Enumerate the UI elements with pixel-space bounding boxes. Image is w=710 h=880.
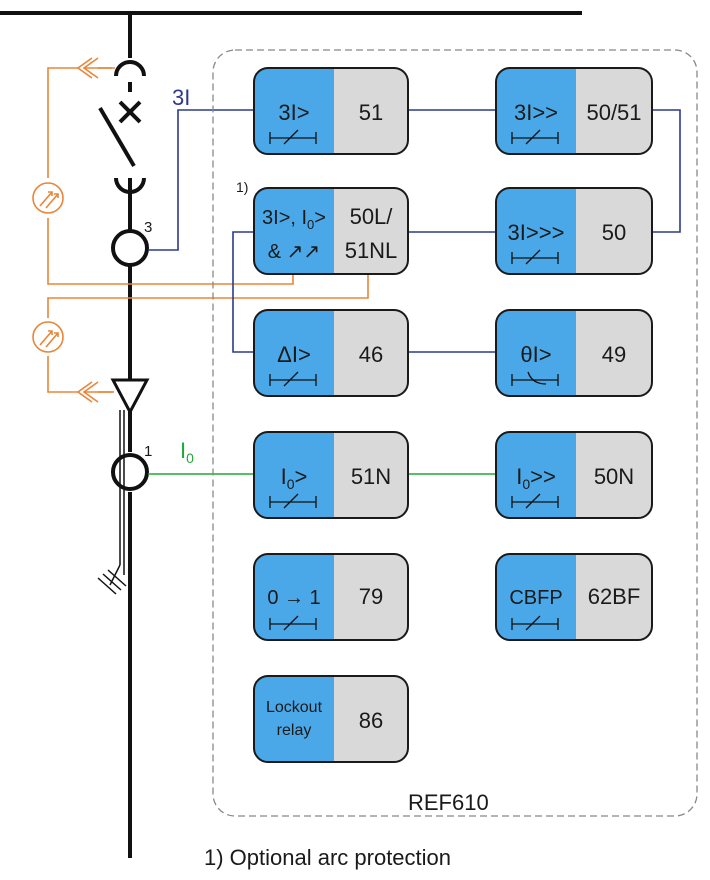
protection-block-50: 3I>>> 50 bbox=[495, 187, 653, 275]
block-code: 79 bbox=[359, 584, 383, 609]
thermal-curve-icon bbox=[511, 371, 559, 386]
block-code: 51N bbox=[351, 464, 391, 489]
protection-block-51: 3I> 51 bbox=[253, 67, 409, 155]
block-symbol-line1: Lockout bbox=[266, 699, 323, 716]
switch-blade bbox=[98, 106, 136, 168]
block-symbol-line1: 3I>, I0> bbox=[262, 207, 326, 232]
block-symbol: I0> bbox=[281, 464, 308, 492]
block-symbol: 3I> bbox=[278, 100, 309, 125]
block-symbol: I0>> bbox=[516, 464, 556, 492]
inverse-time-icon bbox=[511, 615, 559, 631]
cable-terminal bbox=[110, 378, 150, 416]
device-name-label: REF610 bbox=[408, 790, 489, 815]
disconnector-arc-top bbox=[114, 60, 146, 77]
block-symbol: 3I>> bbox=[514, 100, 558, 125]
earth-current-label: I0 bbox=[180, 438, 194, 466]
block-symbol: CBFP bbox=[509, 587, 562, 609]
block-symbol: 0 → 1 bbox=[267, 587, 320, 609]
block-code: 50 bbox=[602, 220, 626, 245]
protection-block-86: Lockout relay 86 bbox=[253, 675, 409, 763]
block-symbol-line2: relay bbox=[277, 722, 312, 739]
ct1-index: 1 bbox=[144, 443, 152, 460]
block-code: 50/51 bbox=[586, 100, 641, 125]
block-code: 46 bbox=[359, 342, 383, 367]
block-code-line1: 50L/ bbox=[350, 204, 394, 229]
protection-block-46: ΔI> 46 bbox=[253, 309, 409, 397]
light-sensor-icon-2 bbox=[32, 321, 64, 353]
light-sensor-icon-1 bbox=[32, 182, 64, 214]
protection-block-50l-51nl: 3I>, I0> & ↗↗ 50L/ 51NL bbox=[253, 187, 409, 275]
arc-sensor-icon-bottom bbox=[76, 381, 112, 403]
block-code: 86 bbox=[359, 708, 383, 733]
inverse-time-icon bbox=[511, 493, 559, 509]
phase-current-wiring bbox=[148, 109, 681, 353]
current-transformer-1 bbox=[111, 453, 149, 491]
protection-block-50n: I0>> 50N bbox=[495, 431, 653, 519]
block-code-line2: 51NL bbox=[345, 238, 398, 263]
footnote-marker: 1) bbox=[236, 179, 248, 195]
protection-block-79: 0 → 1 79 bbox=[253, 553, 409, 641]
inverse-time-icon bbox=[511, 249, 559, 265]
inverse-time-icon bbox=[511, 129, 559, 145]
block-code: 50N bbox=[594, 464, 634, 489]
phase-current-label: 3I bbox=[172, 85, 190, 110]
block-symbol: ΔI> bbox=[277, 342, 311, 367]
current-transformer-3 bbox=[111, 229, 149, 267]
footnote-text: 1) Optional arc protection bbox=[204, 845, 451, 870]
inverse-time-icon bbox=[269, 371, 317, 387]
ct3-index: 3 bbox=[144, 219, 152, 236]
inverse-time-icon bbox=[269, 493, 317, 509]
protection-block-62bf: CBFP 62BF bbox=[495, 553, 653, 641]
block-code: 49 bbox=[602, 342, 626, 367]
earth-icon bbox=[97, 569, 127, 595]
block-symbol-line2: & ↗↗ bbox=[268, 241, 320, 263]
block-code: 62BF bbox=[588, 584, 641, 609]
protection-block-49: θI> 49 bbox=[495, 309, 653, 397]
arc-sensor-icon-top bbox=[76, 57, 112, 79]
block-symbol: θI> bbox=[520, 342, 551, 367]
relay-enclosure bbox=[212, 49, 698, 817]
inverse-time-icon bbox=[269, 615, 317, 631]
protection-block-51n: I0> 51N bbox=[253, 431, 409, 519]
block-symbol: 3I>>> bbox=[508, 220, 565, 245]
block-code: 51 bbox=[359, 100, 383, 125]
inverse-time-icon bbox=[269, 129, 317, 145]
protection-block-50-51: 3I>> 50/51 bbox=[495, 67, 653, 155]
